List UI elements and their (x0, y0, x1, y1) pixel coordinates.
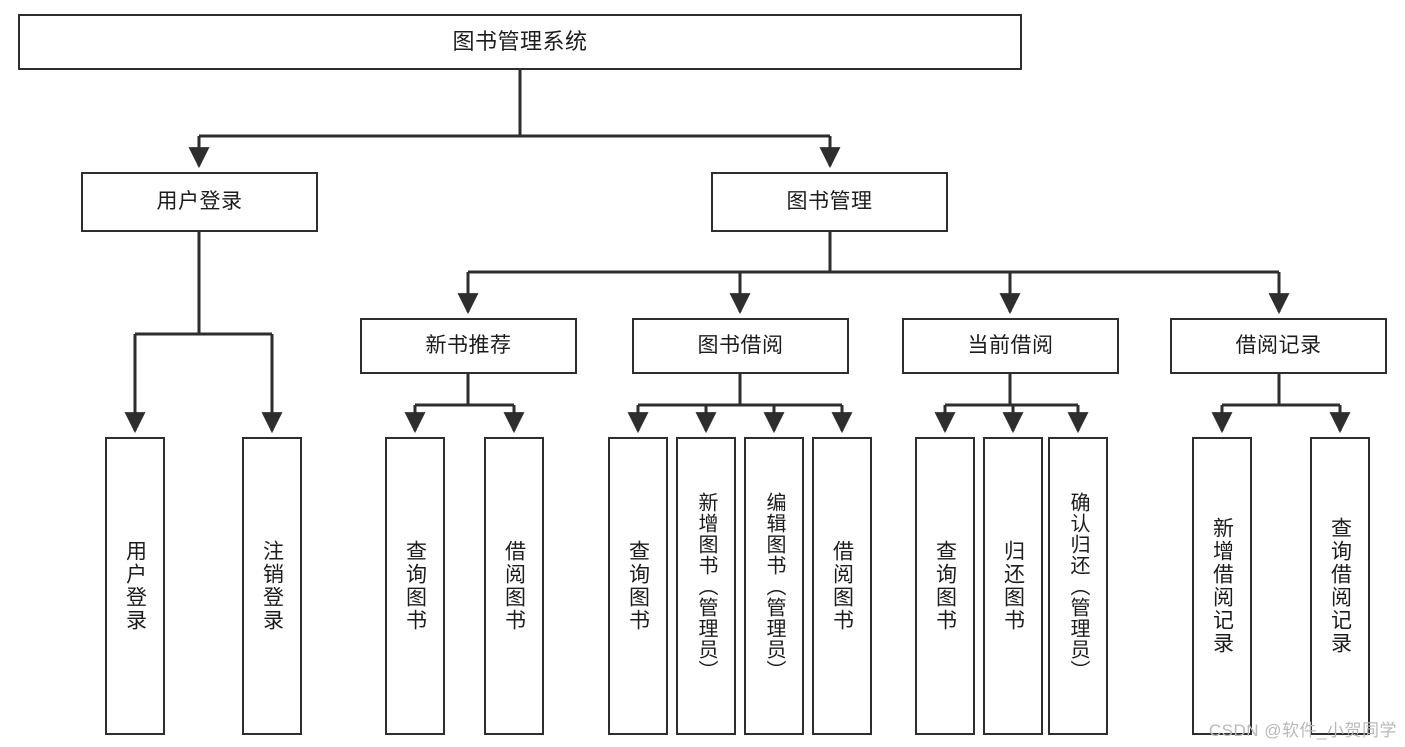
leaf-borrow-book[interactable]: 借阅图书 (812, 437, 872, 735)
leaf-add-borrow-record-label: 新增借阅记录 (1210, 517, 1234, 655)
node-new-book-recommend[interactable]: 新书推荐 (360, 318, 577, 374)
leaf-return-book-label: 归还图书 (1001, 540, 1025, 632)
node-book-borrow-label: 图书借阅 (697, 333, 784, 357)
node-book-management[interactable]: 图书管理 (711, 172, 948, 232)
leaf-user-login[interactable]: 用户登录 (105, 437, 165, 735)
leaf-add-book-admin-label: 新增图书（管理员） (695, 491, 717, 681)
leaf-recommend-query-book-label: 查询图书 (403, 540, 427, 632)
leaf-edit-book-admin[interactable]: 编辑图书（管理员） (744, 437, 804, 735)
leaf-confirm-return-admin[interactable]: 确认归还（管理员） (1048, 437, 1108, 735)
leaf-add-book-admin[interactable]: 新增图书（管理员） (676, 437, 736, 735)
leaf-recommend-borrow-book-label: 借阅图书 (502, 540, 526, 632)
leaf-current-query-book-label: 查询图书 (933, 540, 957, 632)
leaf-borrow-query-book-label: 查询图书 (626, 540, 650, 632)
node-root-system[interactable]: 图书管理系统 (18, 14, 1022, 70)
leaf-user-login-label: 用户登录 (123, 540, 147, 632)
node-current-borrow-label: 当前借阅 (967, 333, 1054, 357)
leaf-recommend-query-book[interactable]: 查询图书 (385, 437, 445, 735)
leaf-borrow-book-label: 借阅图书 (830, 540, 854, 632)
leaf-logout-label: 注销登录 (260, 540, 284, 632)
leaf-logout[interactable]: 注销登录 (242, 437, 302, 735)
leaf-current-query-book[interactable]: 查询图书 (915, 437, 975, 735)
node-book-management-label: 图书管理 (786, 189, 873, 213)
leaf-return-book[interactable]: 归还图书 (983, 437, 1043, 735)
node-book-borrow[interactable]: 图书借阅 (632, 318, 849, 374)
node-user-login[interactable]: 用户登录 (81, 172, 318, 232)
node-new-book-recommend-label: 新书推荐 (425, 333, 512, 357)
leaf-add-borrow-record[interactable]: 新增借阅记录 (1192, 437, 1252, 735)
node-user-login-label: 用户登录 (156, 189, 243, 213)
node-root-system-label: 图书管理系统 (452, 29, 588, 55)
leaf-edit-book-admin-label: 编辑图书（管理员） (763, 491, 785, 681)
leaf-confirm-return-admin-label: 确认归还（管理员） (1067, 491, 1089, 681)
leaf-borrow-query-book[interactable]: 查询图书 (608, 437, 668, 735)
watermark: CSDN @软件_小贺同学 (1208, 721, 1397, 740)
node-current-borrow[interactable]: 当前借阅 (902, 318, 1119, 374)
leaf-recommend-borrow-book[interactable]: 借阅图书 (484, 437, 544, 735)
leaf-query-borrow-record[interactable]: 查询借阅记录 (1310, 437, 1370, 735)
node-borrow-record[interactable]: 借阅记录 (1170, 318, 1387, 374)
leaf-query-borrow-record-label: 查询借阅记录 (1328, 517, 1352, 655)
node-borrow-record-label: 借阅记录 (1235, 333, 1322, 357)
